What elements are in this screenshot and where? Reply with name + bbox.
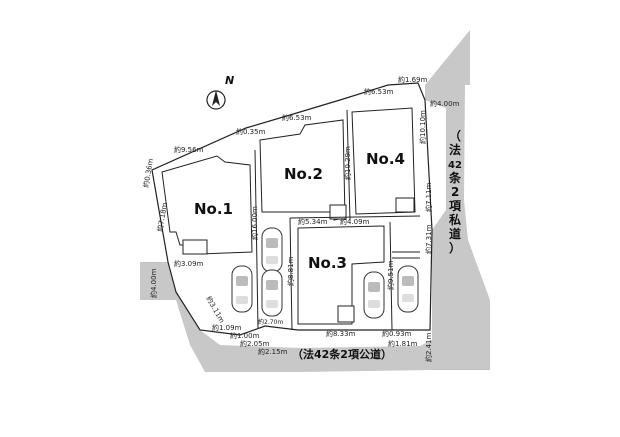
compass-label: N — [225, 74, 234, 87]
dim-label: 約4.00m — [149, 268, 158, 298]
dim-label: 約7.11m — [424, 182, 433, 212]
dim-label: 約0.93m — [382, 329, 412, 338]
svg-text:42: 42 — [448, 160, 462, 171]
lot-divider — [289, 217, 293, 331]
svg-text:2: 2 — [451, 185, 459, 199]
dim-label: 約7.31m — [424, 224, 433, 254]
dim-label: 約2.70m — [258, 318, 283, 326]
car-icon — [397, 265, 419, 313]
public-road-label: （法42条2項公道） — [292, 347, 392, 361]
dim-label: 約3.09m — [174, 259, 204, 268]
dim-label: 約1.81m — [388, 339, 418, 348]
lot-no4-building — [351, 107, 416, 215]
dim-label: 約9.51m — [386, 260, 395, 290]
svg-text:（: （ — [449, 128, 461, 143]
lot-divider — [389, 221, 393, 331]
dim-label: 約2.41m — [424, 332, 433, 362]
dim-label: 約0.35m — [236, 127, 266, 136]
car-icon — [261, 227, 283, 273]
dim-label: 約2.15m — [258, 347, 288, 356]
north-arrow-icon — [206, 90, 226, 110]
dim-label: 約10.29m — [343, 146, 352, 180]
dim-label: 約16.00m — [250, 206, 259, 240]
road-area — [140, 85, 490, 372]
lot-divider — [289, 215, 421, 219]
svg-text:）: ） — [449, 240, 461, 255]
lot-no2-entry — [329, 204, 347, 220]
lot-no1-entry — [182, 239, 208, 255]
dim-label: 約5.34m — [298, 217, 328, 226]
dim-label: 約9.56m — [174, 145, 204, 154]
svg-text:私: 私 — [448, 212, 461, 227]
lot-no4-entry — [395, 197, 415, 213]
dim-label: 約4.00m — [430, 99, 460, 108]
lot-label-no3: No.3 — [308, 254, 347, 272]
dim-label: 約2.05m — [240, 339, 270, 348]
dim-label: 約4.09m — [340, 217, 370, 226]
dim-label: 約6.53m — [364, 87, 394, 96]
road-area-right-top — [425, 30, 470, 85]
car-icon — [261, 269, 283, 317]
dim-label: 約6.53m — [282, 113, 312, 122]
svg-text:道: 道 — [449, 226, 461, 241]
car-icon — [363, 271, 385, 319]
svg-text:法: 法 — [449, 142, 461, 157]
dim-label: 約1.09m — [212, 323, 242, 332]
private-road-label: （ 法 42 条 2 項 私 道 ） — [448, 128, 462, 255]
dim-label: 約8.81m — [286, 256, 295, 286]
svg-text:条: 条 — [448, 170, 462, 185]
lot-label-no1: No.1 — [194, 200, 233, 218]
lot-label-no2: No.2 — [284, 165, 323, 183]
dim-label: 約10.10m — [418, 110, 427, 144]
svg-text:項: 項 — [449, 199, 462, 213]
dimension-labels: 約1.69m 約6.53m 約6.53m 約0.35m 約9.56m 約4.00… — [141, 75, 459, 362]
dim-label: 約1.00m — [230, 331, 260, 340]
car-icon — [231, 265, 253, 313]
lot-no3-entry — [337, 305, 355, 323]
lot-no3-building — [297, 225, 385, 325]
lot-divider — [346, 109, 351, 221]
dim-label: 約1.69m — [398, 75, 428, 84]
dim-label: 約8.33m — [326, 329, 356, 338]
lot-label-no4: No.4 — [366, 150, 405, 168]
lot-divider — [254, 149, 259, 329]
